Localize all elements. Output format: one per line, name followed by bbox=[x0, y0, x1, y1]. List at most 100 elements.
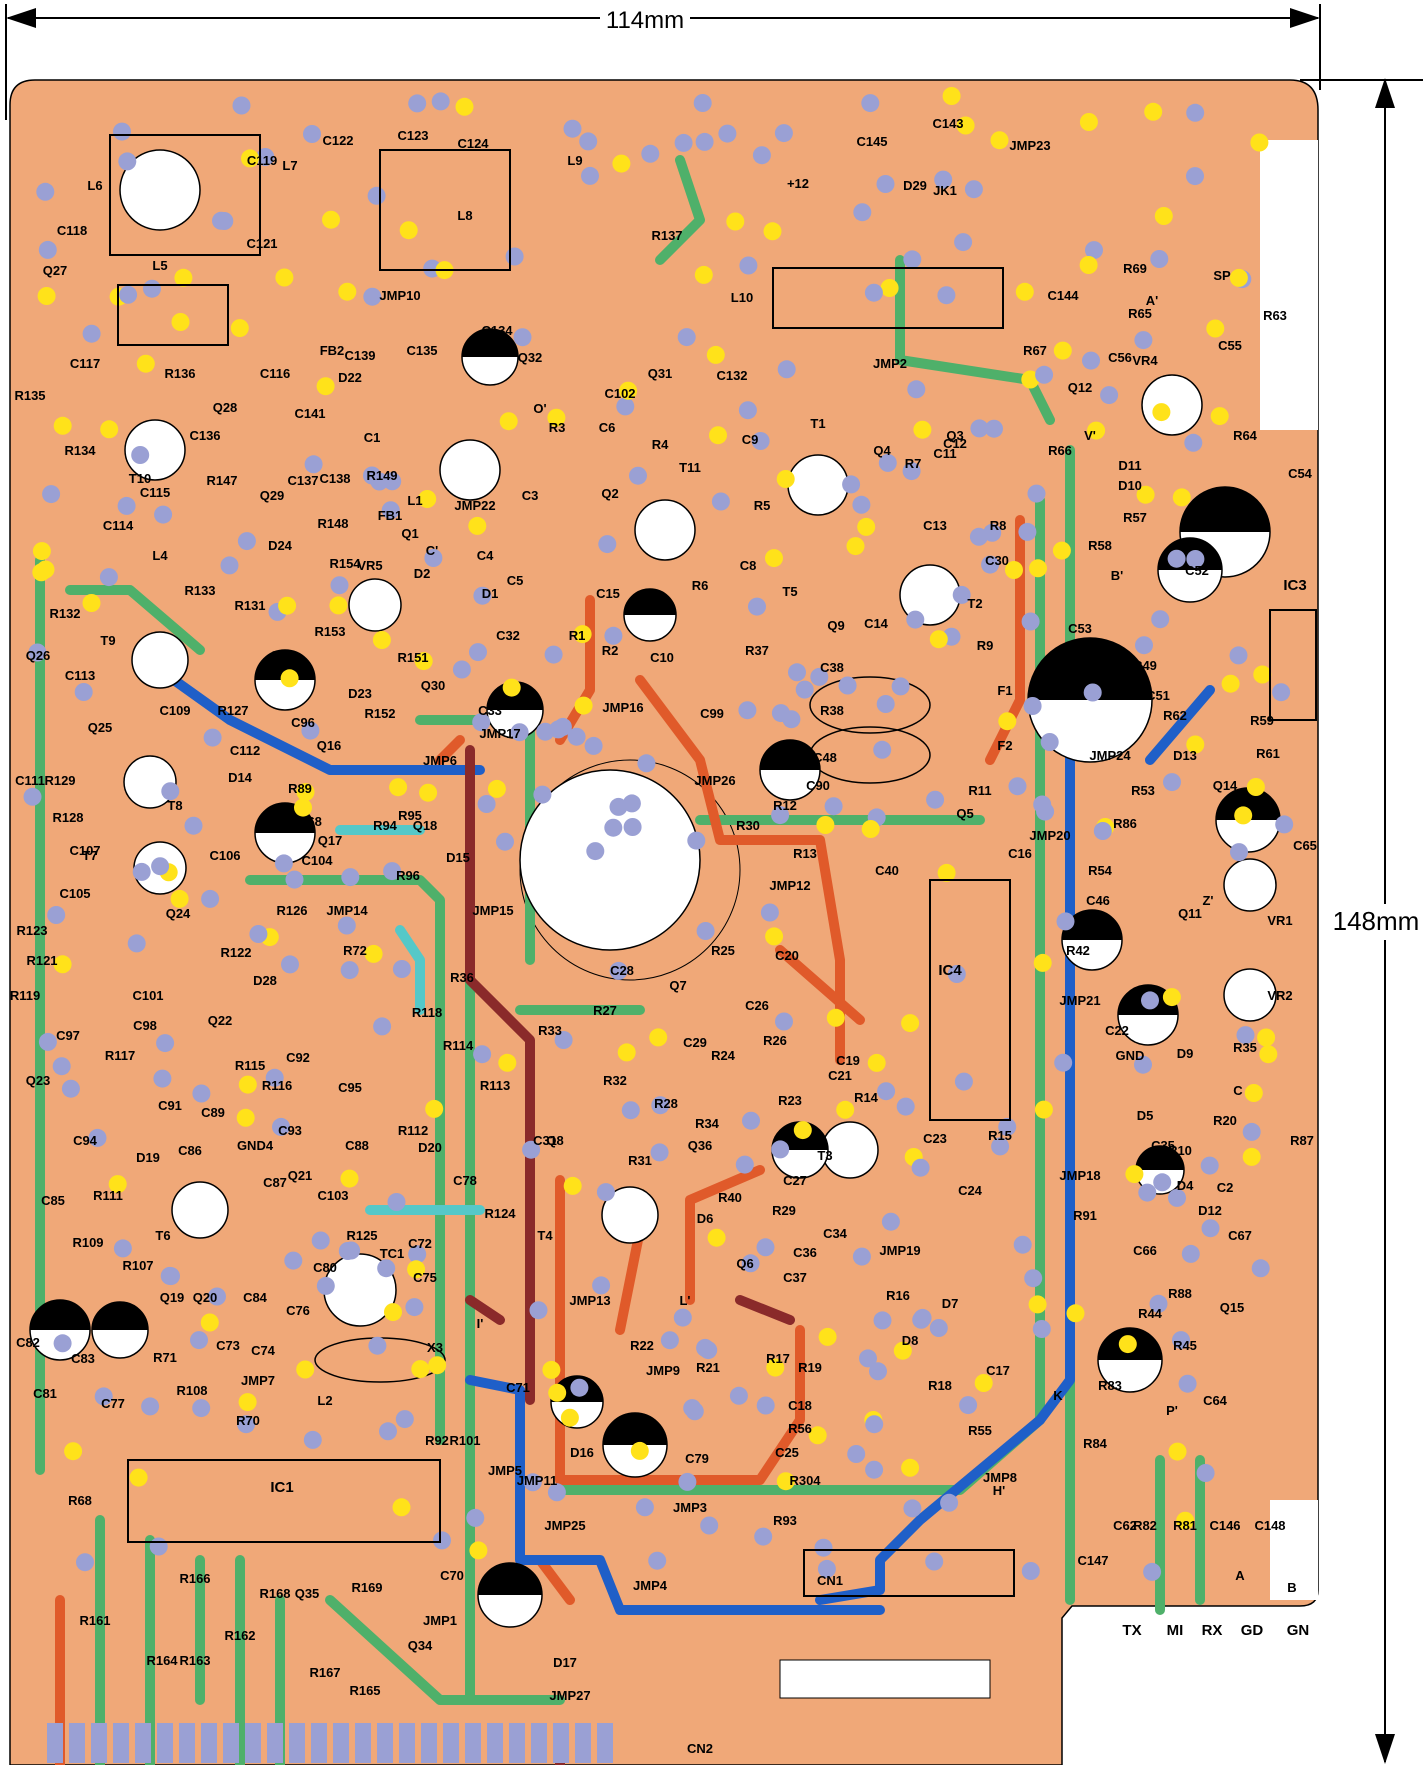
label-capacitors-C105: C105 bbox=[59, 886, 90, 901]
label-resistors-R40: R40 bbox=[718, 1190, 742, 1205]
label-capacitors-C24: C24 bbox=[958, 1183, 983, 1198]
pad-381 bbox=[82, 594, 101, 612]
pad-207 bbox=[617, 1043, 636, 1062]
ic4-outline bbox=[929, 879, 1011, 1121]
label-capacitors-C66: C66 bbox=[1133, 1243, 1157, 1258]
pad-70 bbox=[469, 643, 487, 662]
pad-232 bbox=[926, 790, 945, 809]
label-capacitors-C135: C135 bbox=[406, 343, 437, 358]
label-resistors-R129: R129 bbox=[44, 773, 75, 788]
pad-135 bbox=[808, 1426, 827, 1445]
label-transistors-Q16: Q16 bbox=[317, 738, 342, 753]
label-capacitors-C122: C122 bbox=[322, 133, 353, 148]
pad-278 bbox=[983, 523, 1002, 542]
pad-94 bbox=[896, 1097, 915, 1116]
pad-375 bbox=[236, 1108, 255, 1127]
pad-341 bbox=[303, 125, 321, 143]
label-capacitors-C28: C28 bbox=[610, 963, 634, 978]
label-resistors-R17: R17 bbox=[766, 1351, 790, 1366]
label-variable-resistors-VR1: VR1 bbox=[1267, 913, 1292, 928]
pad-74 bbox=[673, 1308, 692, 1327]
label-transistors-Q35: Q35 bbox=[295, 1586, 320, 1601]
pad-42 bbox=[1162, 988, 1181, 1007]
label-filters-F1: F1 bbox=[997, 683, 1012, 698]
pad-270 bbox=[1015, 282, 1034, 301]
pad-339 bbox=[1210, 407, 1229, 426]
pad-380 bbox=[937, 286, 956, 305]
label-capacitors-C115: C115 bbox=[140, 485, 170, 500]
pad-325 bbox=[452, 660, 471, 679]
label-capacitors-C46: C46 bbox=[1086, 893, 1110, 908]
pad-201 bbox=[100, 420, 119, 439]
pad-416 bbox=[1100, 386, 1119, 405]
pad-326 bbox=[472, 713, 491, 732]
pad-373 bbox=[876, 175, 895, 193]
pad-328 bbox=[1184, 433, 1203, 452]
pad-184 bbox=[154, 505, 173, 524]
label-transformers-T8: T8 bbox=[167, 798, 182, 813]
label-transistors-Q22: Q22 bbox=[208, 1013, 233, 1028]
label-capacitors-C51: C51 bbox=[1146, 688, 1170, 703]
label-transformers-T2: T2 bbox=[967, 596, 982, 611]
pad-245 bbox=[505, 247, 524, 266]
pad-307 bbox=[1153, 1173, 1172, 1192]
edge-pin-pad-444 bbox=[597, 1723, 613, 1763]
label-jumpers-JMP14: JMP14 bbox=[326, 903, 368, 918]
pad-125 bbox=[1027, 484, 1046, 503]
label-resistors-R167: R167 bbox=[309, 1665, 340, 1680]
label-resistors-R152: R152 bbox=[364, 706, 395, 721]
pad-334 bbox=[119, 285, 138, 304]
pad-333 bbox=[322, 210, 340, 229]
pad-259 bbox=[1167, 549, 1186, 568]
pad-350 bbox=[641, 144, 660, 163]
label-capacitors-C13: C13 bbox=[923, 518, 947, 533]
pad-155 bbox=[82, 324, 101, 343]
label-capacitors-C8: C8 bbox=[740, 558, 757, 573]
label-jumpers-JMP20: JMP20 bbox=[1029, 828, 1070, 843]
pad-72 bbox=[170, 889, 189, 908]
pad-29 bbox=[563, 119, 582, 138]
pad-323 bbox=[1201, 1219, 1220, 1238]
pad-287 bbox=[1200, 1156, 1219, 1175]
label-edge-pins-GD: GD bbox=[1241, 1622, 1264, 1639]
pad-106 bbox=[74, 683, 93, 701]
pad-164 bbox=[1021, 612, 1040, 631]
label-capacitors-C30: C30 bbox=[985, 553, 1009, 568]
edge-pin-pad-423 bbox=[135, 1723, 151, 1763]
label-resistors-R147: R147 bbox=[206, 473, 237, 488]
edge-pin-pad-429 bbox=[267, 1723, 283, 1763]
label-resistors-R55: R55 bbox=[968, 1423, 992, 1438]
label-resistors-R115: R115 bbox=[235, 1058, 265, 1073]
label-edge-pins-GN: GN bbox=[1287, 1622, 1310, 1639]
pad-41 bbox=[274, 854, 293, 873]
edge-pin-pad-443 bbox=[575, 1723, 591, 1763]
pad-274 bbox=[379, 1422, 397, 1441]
label-connectors-JK1: JK1 bbox=[933, 183, 957, 198]
label-resistors-R66: R66 bbox=[1048, 443, 1072, 458]
label-transistors-Q15: Q15 bbox=[1220, 1300, 1245, 1315]
edge-pin-pad-424 bbox=[157, 1723, 173, 1763]
pad-314 bbox=[964, 180, 983, 199]
label-capacitors-C92: C92 bbox=[286, 1050, 310, 1065]
pad-242 bbox=[752, 146, 771, 165]
pad-237 bbox=[776, 470, 795, 488]
pad-372 bbox=[36, 560, 55, 579]
pad-395 bbox=[878, 453, 897, 472]
label-capacitors-C96: C96 bbox=[291, 715, 315, 730]
label-resistors-R34: R34 bbox=[695, 1116, 720, 1131]
pad-192 bbox=[294, 798, 312, 817]
label-resistors-R15: R15 bbox=[988, 1128, 1012, 1143]
pad-202 bbox=[1181, 1244, 1200, 1263]
label-capacitors-C146: C146 bbox=[1209, 1518, 1240, 1533]
label-resistors-R122: R122 bbox=[220, 945, 251, 960]
pad-82 bbox=[991, 1137, 1010, 1156]
label-resistors-R153: R153 bbox=[314, 624, 345, 639]
label-resistors-R22: R22 bbox=[630, 1338, 654, 1353]
label-resistors-R125: R125 bbox=[346, 1228, 377, 1243]
label-resistors-R63: R63 bbox=[1263, 308, 1287, 323]
silk-circle-5 bbox=[787, 454, 849, 516]
pad-338 bbox=[947, 965, 966, 983]
pad-55 bbox=[316, 1276, 335, 1295]
pad-30 bbox=[338, 282, 357, 301]
pad-345 bbox=[1125, 1165, 1144, 1184]
